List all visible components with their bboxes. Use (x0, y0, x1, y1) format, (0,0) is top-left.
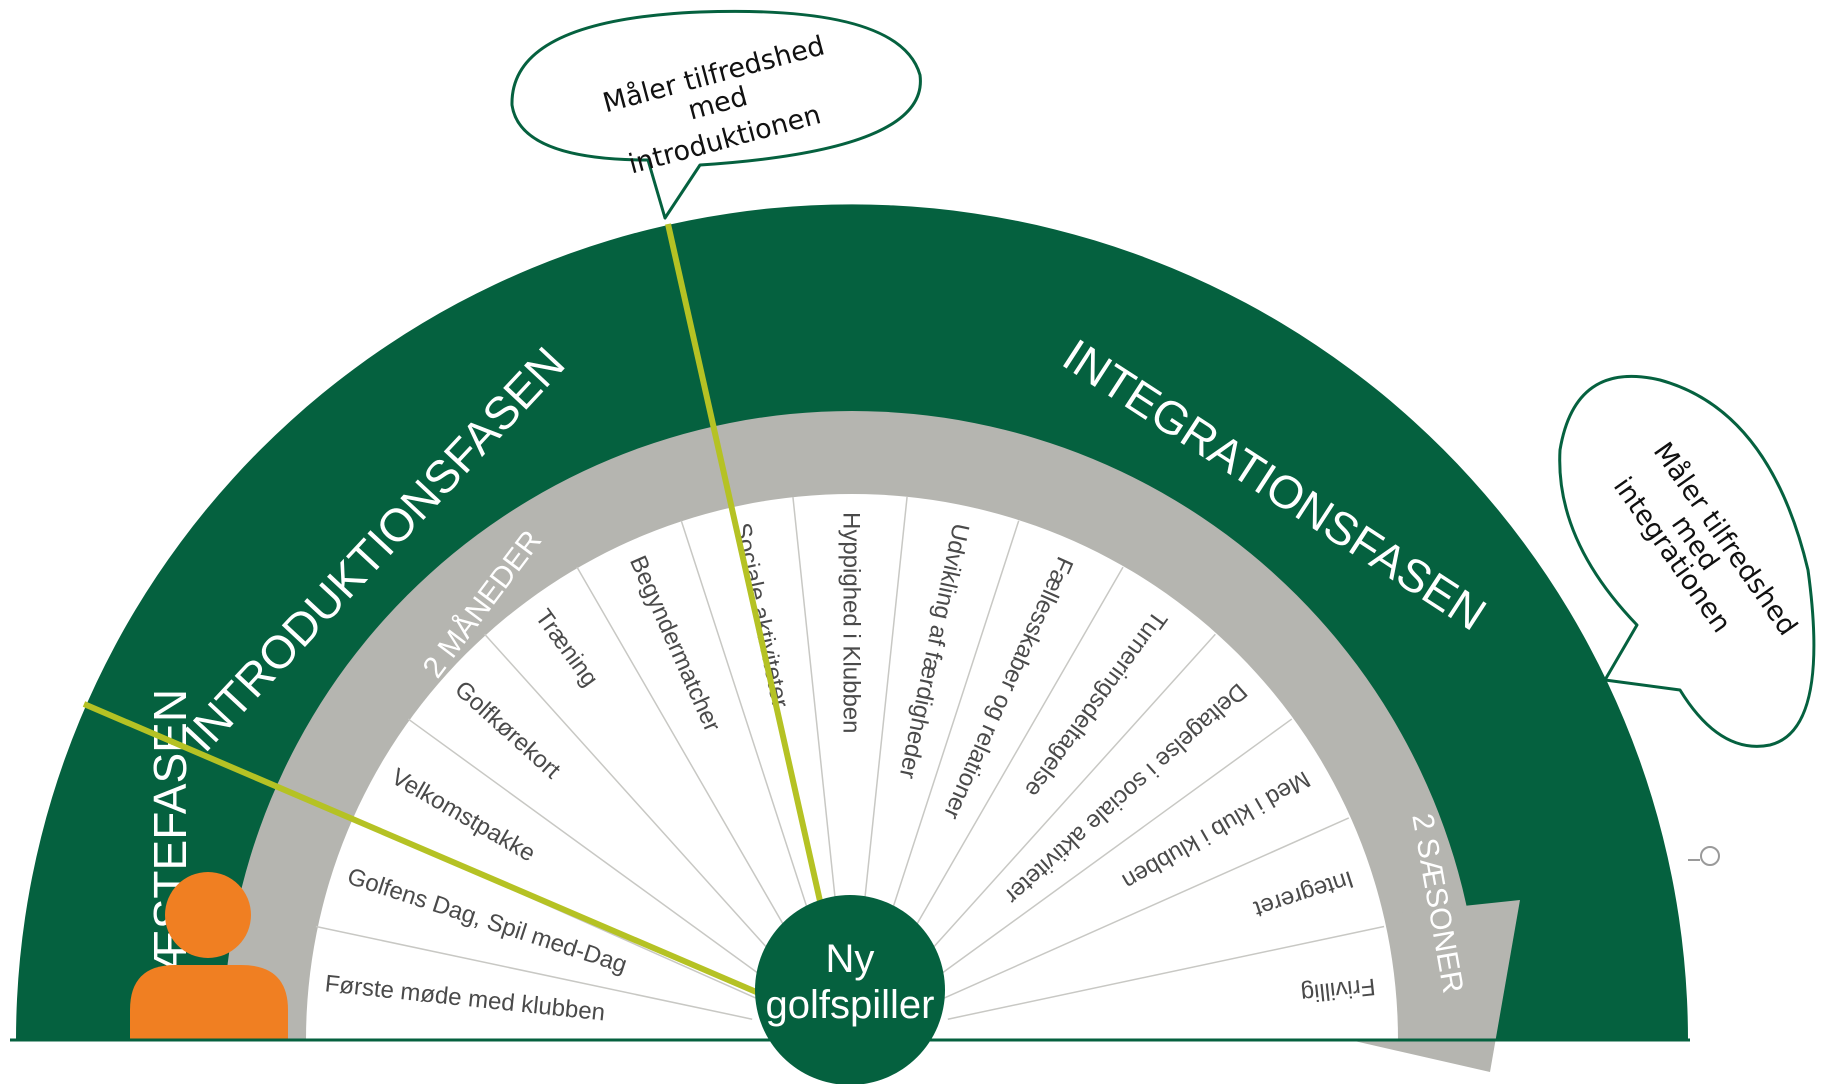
center-circle (755, 895, 945, 1084)
gray-band (223, 411, 1481, 1040)
guest-phase-label: GÆSTEFASEN (144, 689, 196, 1011)
step-divider (680, 520, 820, 946)
connector-icon (1688, 846, 1720, 866)
step-divider (899, 566, 1124, 954)
step-divider (880, 520, 1020, 946)
step-divider (792, 496, 841, 941)
step-divider (576, 566, 801, 954)
introduction-marker-line (665, 223, 825, 911)
step-divider (315, 925, 753, 1020)
step-divider (916, 633, 1216, 967)
step-divider (941, 817, 1350, 1001)
callout-introduction: Måler tilfredshed med introduktionen (510, 9, 922, 220)
step-divider-lines (315, 496, 1385, 1020)
guest-marker-line (82, 701, 777, 1003)
step-divider (859, 496, 908, 941)
center-label-line2: golfspiller (766, 983, 935, 1027)
step-divider (930, 718, 1293, 982)
step-divider (407, 718, 770, 982)
inner-white-disc (306, 494, 1398, 1040)
center-label-line1: Ny (826, 937, 875, 981)
step-divider (947, 925, 1385, 1020)
person-icon (130, 872, 288, 1040)
step-divider (484, 633, 784, 967)
callout-integration: Måler tilfredshed med integrationen (1558, 374, 1816, 748)
step-label: Hyppighed i Klubben (838, 512, 865, 734)
